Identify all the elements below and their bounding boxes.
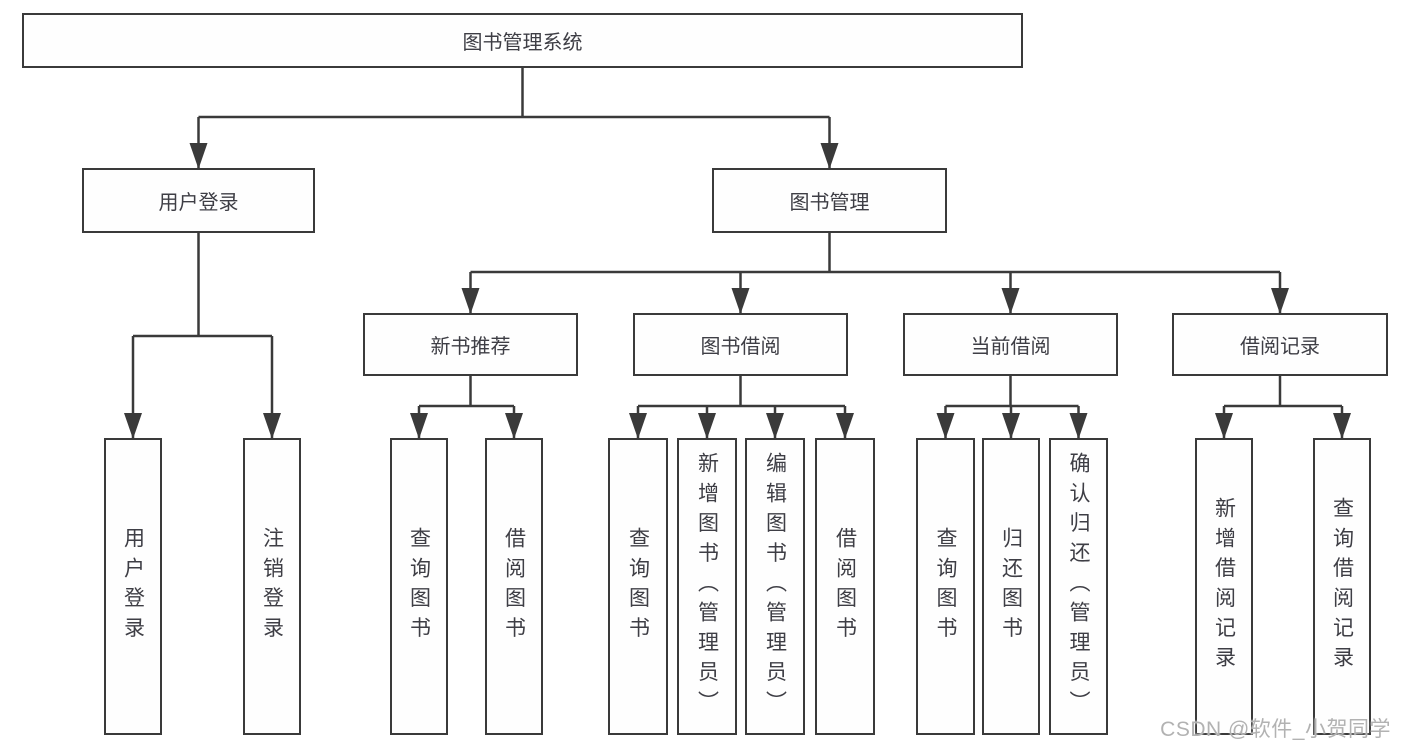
- edges-user-login-children: [124, 233, 281, 439]
- edges-borrowing-records-children: [1215, 376, 1351, 439]
- edges-root-to-level2: [189, 68, 839, 169]
- edges-new-book-recommend-children: [410, 376, 523, 439]
- node-leaf-borrow-book-borrowing: 借阅图书: [815, 438, 875, 735]
- node-leaf-edit-book-admin: 编辑图书（管理员）: [745, 438, 805, 735]
- node-leaf-query-book-borrowing: 查询图书: [608, 438, 668, 735]
- node-borrowing-records: 借阅记录: [1172, 313, 1388, 376]
- edges-book-management-children: [461, 233, 1289, 314]
- node-user-login: 用户登录: [82, 168, 315, 233]
- node-leaf-logout: 注销登录: [243, 438, 301, 735]
- node-leaf-return-book: 归还图书: [982, 438, 1040, 735]
- edges-current-borrowing-children: [936, 376, 1088, 439]
- node-leaf-query-book-recommend: 查询图书: [390, 438, 448, 735]
- node-book-management: 图书管理: [712, 168, 947, 233]
- node-leaf-confirm-return-admin: 确认归还（管理员）: [1049, 438, 1108, 735]
- edges-book-borrowing-children: [629, 376, 854, 439]
- csdn-watermark: CSDN @软件_小贺同学: [1160, 718, 1391, 741]
- node-new-book-recommend: 新书推荐: [363, 313, 578, 376]
- node-leaf-query-book-current: 查询图书: [916, 438, 975, 735]
- node-book-borrowing: 图书借阅: [633, 313, 848, 376]
- node-leaf-add-borrow-record: 新增借阅记录: [1195, 438, 1253, 735]
- node-leaf-user-login: 用户登录: [104, 438, 162, 735]
- node-leaf-add-book-admin: 新增图书（管理员）: [677, 438, 737, 735]
- node-leaf-borrow-book-recommend: 借阅图书: [485, 438, 543, 735]
- node-leaf-query-borrow-record: 查询借阅记录: [1313, 438, 1371, 735]
- node-root: 图书管理系统: [22, 13, 1023, 68]
- node-current-borrowing: 当前借阅: [903, 313, 1118, 376]
